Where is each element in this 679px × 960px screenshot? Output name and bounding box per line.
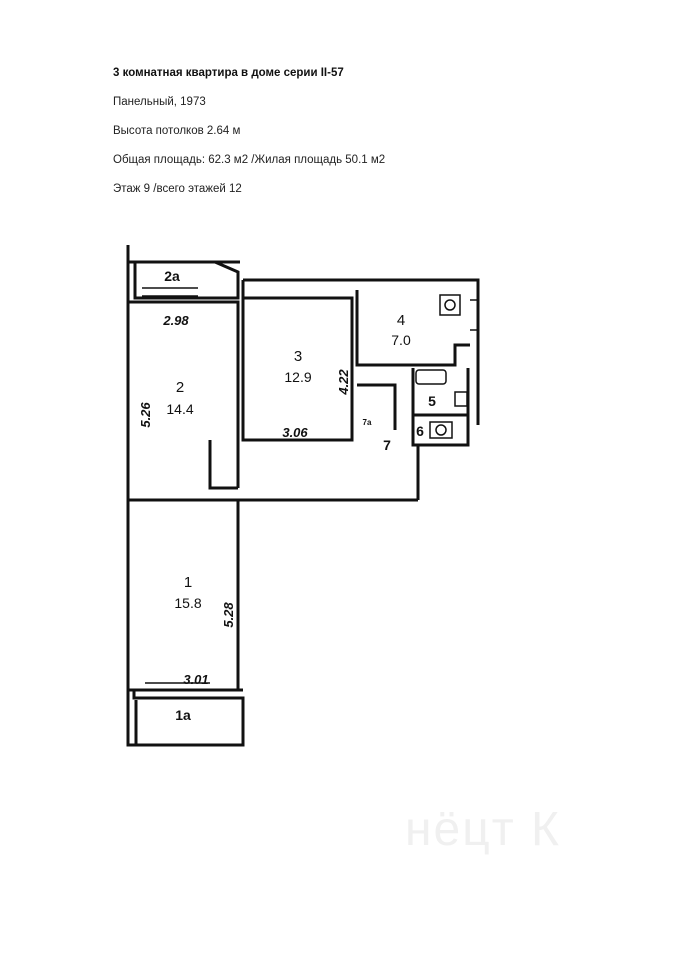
window-1	[145, 682, 210, 691]
room-3-walls	[241, 280, 354, 442]
room-1-width: 3.01	[183, 672, 208, 687]
floor-info: Этаж 9 /всего этажей 12	[113, 183, 242, 195]
ceiling-height: Высота потолков 2.64 м	[113, 125, 241, 137]
room-3-area: 12.9	[284, 369, 311, 385]
room-2-area: 14.4	[166, 401, 193, 417]
balcony-2a	[133, 260, 240, 300]
room-2-number: 2	[176, 379, 184, 396]
sink-icon	[454, 391, 468, 407]
bath-label: 5	[428, 393, 436, 409]
room-2-depth: 5.26	[138, 402, 153, 428]
listing-title: 3 комнатная квартира в доме серии II-57	[113, 67, 344, 79]
room-2-walls	[128, 300, 240, 488]
room-4-number: 4	[397, 312, 405, 329]
room-3-depth: 4.22	[336, 369, 351, 396]
room-1-area: 15.8	[174, 595, 201, 611]
toilet-icon	[429, 421, 453, 439]
hall-label: 7	[383, 437, 391, 453]
listing-info: 3 комнатная квартира в доме серии II-57 …	[113, 64, 385, 209]
room-2-width: 2.98	[162, 313, 189, 328]
room-1-number: 1	[184, 574, 192, 591]
stove-icon	[439, 294, 461, 316]
balcony-2a-label: 2a	[164, 268, 180, 284]
balcony-1a-label: 1a	[175, 707, 191, 723]
room-3-width: 3.06	[282, 425, 308, 440]
building-type: Панельный, 1973	[113, 96, 206, 108]
area-info: Общая площадь: 62.3 м2 /Жилая площадь 50…	[113, 154, 386, 166]
watermark: нёцт К	[405, 803, 561, 856]
bathtub-icon	[415, 369, 447, 385]
wc-label: 6	[416, 423, 424, 439]
window-2	[142, 287, 198, 297]
room-3-number: 3	[294, 348, 302, 365]
room-4-area: 7.0	[391, 332, 411, 348]
room-4-walls	[355, 290, 470, 367]
bath-walls	[411, 368, 470, 447]
closet-label: 7a	[363, 418, 372, 427]
room-1-depth: 5.28	[221, 602, 236, 628]
